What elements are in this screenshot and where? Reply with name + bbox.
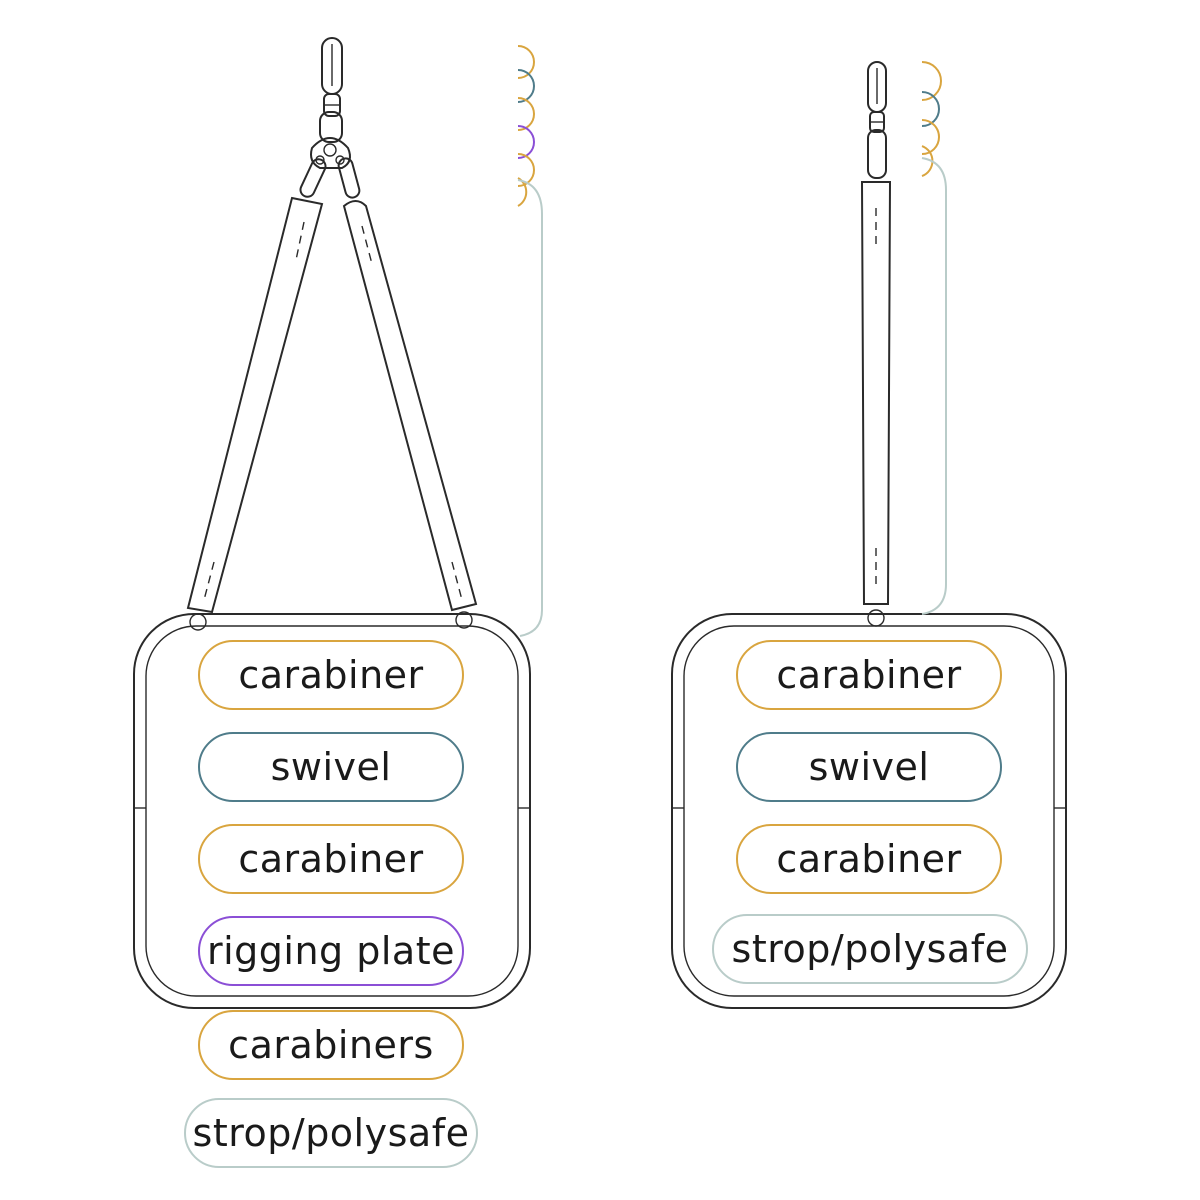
right-strop	[860, 181, 892, 627]
left-label-carabiners: carabiners	[198, 1010, 464, 1080]
left-hardware-chain	[299, 37, 361, 199]
right-label-strop: strop/polysafe	[712, 914, 1028, 984]
left-label-carabiner-top: carabiner	[198, 640, 464, 710]
right-legend-arcs	[921, 61, 947, 615]
left-strops	[186, 196, 478, 631]
right-label-carabiner-top: carabiner	[736, 640, 1002, 710]
right-label-swivel: swivel	[736, 732, 1002, 802]
left-label-rigging-plate: rigging plate	[198, 916, 464, 986]
right-hardware-chain	[867, 61, 887, 179]
left-label-swivel: swivel	[198, 732, 464, 802]
left-legend-arcs	[517, 45, 543, 637]
left-label-carabiner-lower: carabiner	[198, 824, 464, 894]
right-frame	[671, 613, 1067, 1009]
right-label-carabiner-lower: carabiner	[736, 824, 1002, 894]
left-label-strop: strop/polysafe	[184, 1098, 478, 1168]
left-frame	[133, 613, 531, 1009]
